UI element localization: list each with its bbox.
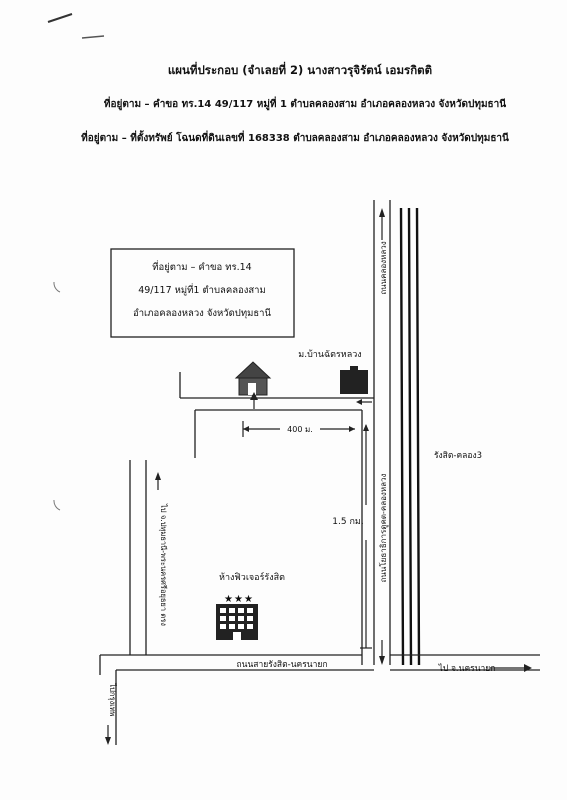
arrow-to-nayok [490, 664, 532, 672]
arrow-bottom-junction [379, 640, 385, 665]
village-label: ม.บ้านฉัตรหลวง [298, 349, 361, 360]
arrow-to-pathum [155, 472, 161, 490]
house-icon [234, 361, 272, 396]
arrow-to-bangkok [105, 725, 111, 745]
arrow-north-khlong-luang [379, 208, 385, 240]
to-nakhon-nayok-label: ไป จ.นครนายก [438, 663, 496, 674]
page-title: แผนที่ประกอบ (จำเลยที่ 2) นางสาวรุจิรัตน… [168, 61, 432, 78]
canal-lines [399, 207, 421, 666]
svg-text:★: ★ [234, 594, 243, 605]
svg-text:★: ★ [244, 594, 253, 605]
header-address-line: ที่อยู่ตาม – คำขอ ทร.14 49/117 หมู่ที่ 1… [104, 96, 506, 111]
to-bangkok-label: ไปกรุงเทพ [108, 682, 117, 716]
to-pathum-label: ไป จ.ปทุมธานี-พระนครศรีอยุธยา ตรง [159, 503, 168, 626]
arrow-400m [242, 421, 355, 437]
mall-label: ห้างฟิวเจอร์รังสิต [219, 571, 285, 583]
village-building-icon [340, 366, 368, 394]
village-soi [179, 372, 374, 665]
punch-hole [53, 281, 61, 293]
rangsit-nayok-road [99, 460, 540, 745]
arrow-to-house [250, 392, 258, 409]
rangsit-khlong3-label: รังสิต-คลอง3 [434, 451, 482, 461]
address-box [110, 248, 295, 338]
mall-building-icon [216, 604, 258, 640]
main-road-label: ถนนโยธาธิการดูคต-คลองหลวง [378, 473, 389, 582]
arrow-15km [360, 424, 372, 649]
scan-mark [81, 35, 105, 39]
address-box-line2: 49/117 หมู่ที่1 ตำบลคลองสาม [138, 283, 266, 296]
svg-text:★: ★ [224, 594, 233, 605]
header-property-line: ที่อยู่ตาม – ที่ตั้งทรัพย์ โฉนดที่ดินเลข… [81, 130, 509, 145]
scan-mark [47, 13, 73, 23]
rangsit-nayok-road-label: ถนนสายรังสิต-นครนายก [237, 660, 328, 670]
address-box-line1: ที่อยู่ตาม – คำขอ ทร.14 [152, 260, 251, 273]
address-box-line3: อำเภอคลองหลวง จังหวัดปทุมธานี [133, 307, 272, 319]
arrow-soi-entry [356, 399, 372, 405]
distance-400-label: 400 ม. [287, 425, 313, 434]
khlong-luang-road [373, 200, 391, 665]
punch-hole [53, 499, 61, 511]
three-stars-icon: ★ ★ ★ [224, 594, 253, 605]
khlong-luang-road-label: ถนนคลองหลวง [379, 241, 388, 294]
distance-15-label: 1.5 กม. [332, 517, 363, 527]
